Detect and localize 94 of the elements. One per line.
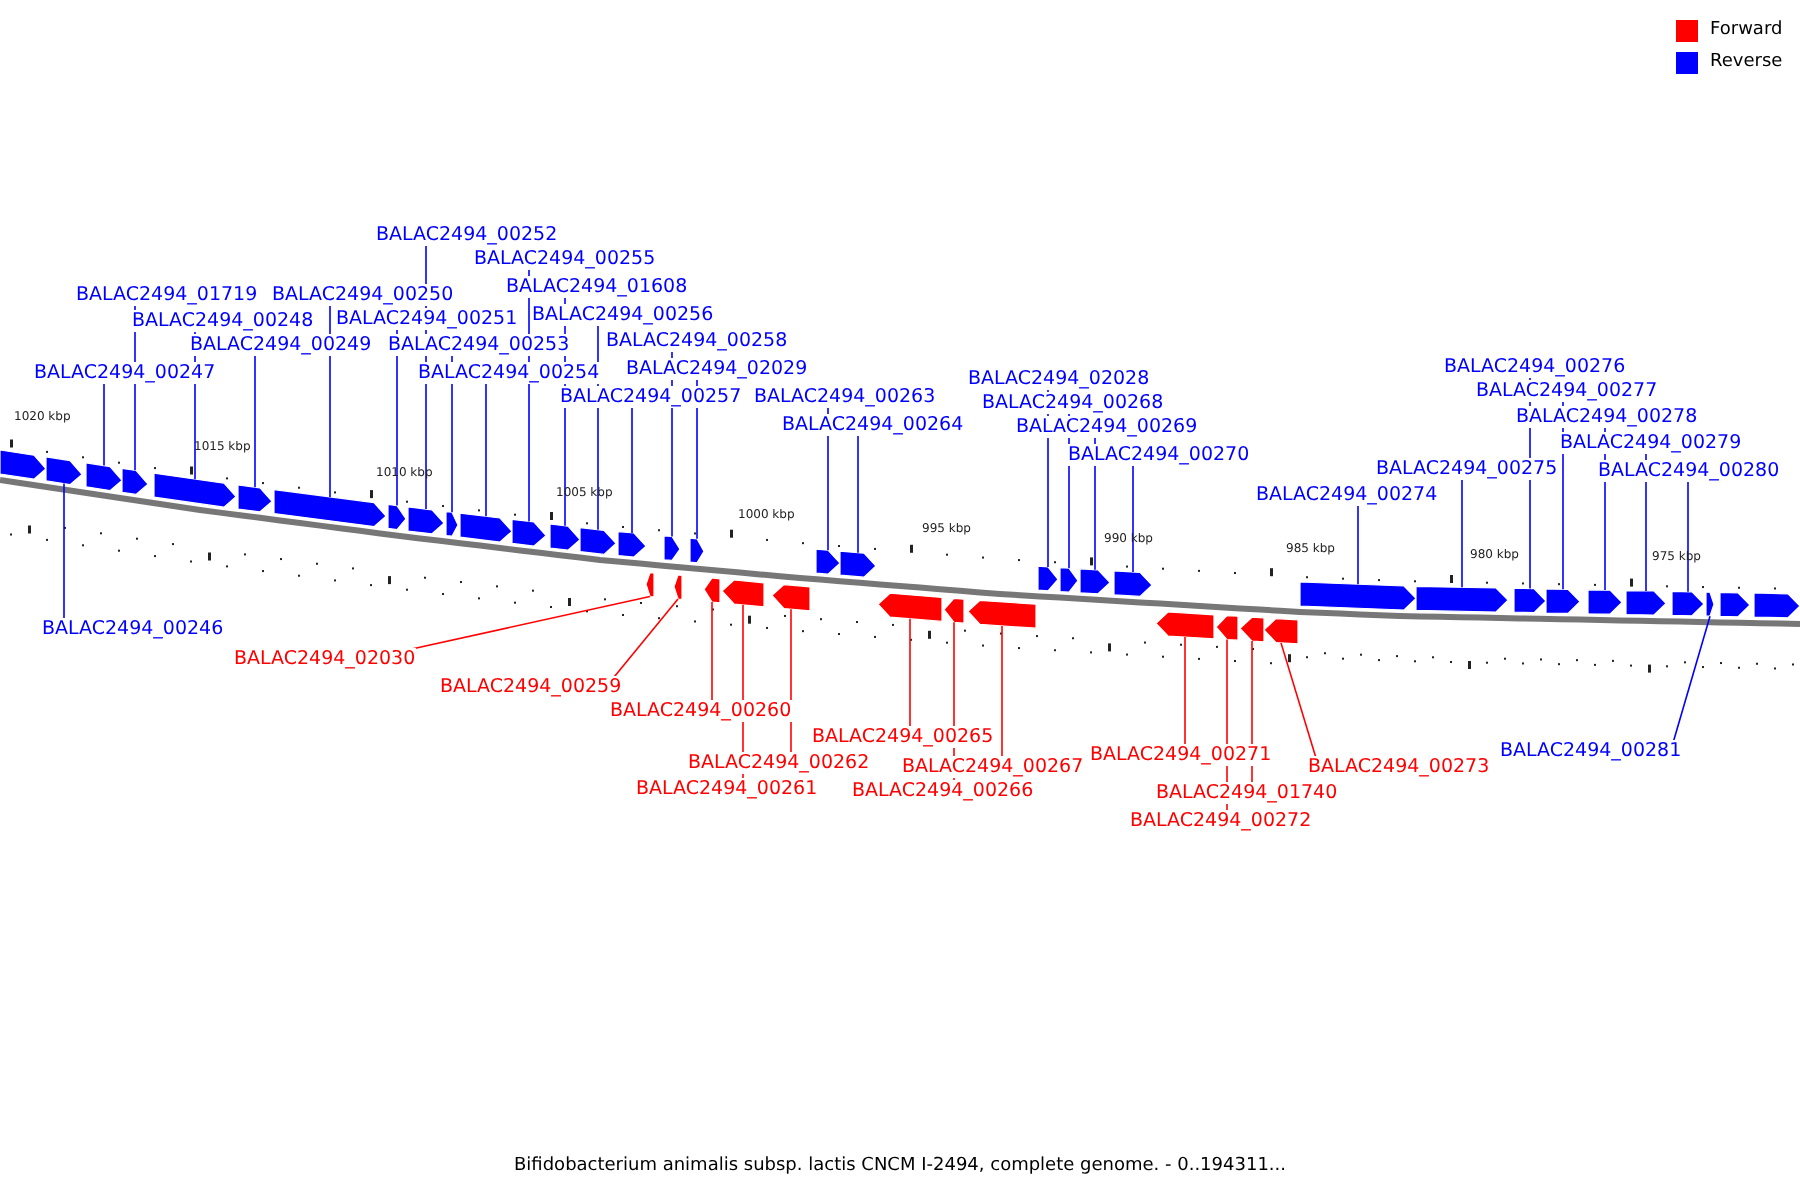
gene-label: BALAC2494_00281 [1500, 740, 1682, 762]
gene-label: BALAC2494_00264 [782, 414, 964, 436]
leader-line [485, 381, 487, 518]
gene-feature [1263, 618, 1299, 645]
gene-label: BALAC2494_00250 [272, 284, 454, 306]
gene-feature [1079, 568, 1111, 595]
gene-feature [1587, 589, 1623, 615]
leader-line [909, 618, 911, 729]
gene-feature [0, 449, 47, 480]
leader-line [103, 381, 105, 467]
gene-feature [579, 526, 617, 556]
gene-label: BALAC2494_00249 [190, 334, 372, 356]
gene-label: BALAC2494_00254 [418, 362, 600, 384]
gene-label: BALAC2494_00267 [902, 756, 1084, 778]
gene-label: BALAC2494_00278 [1516, 406, 1698, 428]
gene-feature [673, 574, 683, 601]
leader-line [1132, 463, 1134, 573]
gene-feature [617, 530, 647, 558]
gene-feature [645, 571, 655, 598]
leader-line [1357, 503, 1359, 586]
leader-line [1672, 615, 1711, 743]
gene-label: BALAC2494_02029 [626, 358, 808, 380]
leader-line [711, 601, 713, 703]
gene-label: BALAC2494_02028 [968, 368, 1150, 390]
gene-label: BALAC2494_00253 [388, 334, 570, 356]
gene-feature [1719, 591, 1751, 618]
gene-label: BALAC2494_00259 [440, 676, 622, 698]
gene-label: BALAC2494_00274 [1256, 484, 1438, 506]
gene-feature [511, 518, 547, 547]
gene-label: BALAC2494_00275 [1376, 458, 1558, 480]
gene-feature [771, 584, 811, 612]
legend-label: Reverse [1710, 52, 1783, 72]
gene-label: BALAC2494_00247 [34, 362, 216, 384]
gene-feature [1037, 565, 1059, 592]
gene-label: BALAC2494_00260 [610, 700, 792, 722]
gene-label: BALAC2494_00271 [1090, 744, 1272, 766]
leader-line [612, 598, 679, 679]
gene-feature [1753, 592, 1800, 619]
leader-line [1184, 636, 1186, 747]
gene-label: BALAC2494_00268 [982, 392, 1164, 414]
gene-feature [45, 456, 83, 486]
leader-line [254, 353, 256, 488]
gene-feature [1239, 616, 1265, 643]
caption: Bifidobacterium animalis subsp. lactis CNCM I-2494, complete genome. - 0..194311... [512, 1156, 1288, 1176]
gene-label: BALAC2494_00272 [1130, 810, 1312, 832]
legend-label: Forward [1710, 20, 1783, 40]
gene-feature [237, 484, 273, 513]
gene-feature [1513, 587, 1547, 614]
gene-label: BALAC2494_00277 [1476, 380, 1658, 402]
gene-label: BALAC2494_01740 [1156, 782, 1338, 804]
gene-label: BALAC2494_01719 [76, 284, 258, 306]
gene-label: BALAC2494_00261 [636, 778, 818, 800]
gene-feature [1113, 570, 1153, 597]
gene-feature [663, 535, 681, 562]
gene-feature [839, 550, 877, 578]
leader-line [1280, 642, 1317, 759]
gene-feature [1059, 566, 1079, 593]
gene-label: BALAC2494_00270 [1068, 444, 1250, 466]
gene-label: BALAC2494_00273 [1308, 756, 1490, 778]
gene-feature [1625, 590, 1667, 616]
gene-label: BALAC2494_00280 [1598, 460, 1780, 482]
leader-line [1461, 477, 1463, 589]
gene-label: BALAC2494_00266 [852, 780, 1034, 802]
gene-label: BALAC2494_00262 [688, 752, 870, 774]
gene-label: BALAC2494_00257 [560, 386, 742, 408]
leader-line [1687, 479, 1689, 593]
gene-label: BALAC2494_00263 [754, 386, 936, 408]
leader-line [63, 482, 65, 621]
gene-label: BALAC2494_00248 [132, 310, 314, 332]
gene-label: BALAC2494_00255 [474, 248, 656, 270]
gene-feature [549, 523, 581, 551]
gene-label: BALAC2494_00279 [1560, 432, 1742, 454]
gene-label: BALAC2494_00276 [1444, 356, 1626, 378]
gene-label: BALAC2494_02030 [234, 648, 416, 670]
gene-label: BALAC2494_00252 [376, 224, 558, 246]
gene-feature [689, 537, 705, 564]
gene-label: BALAC2494_00246 [42, 618, 224, 640]
gene-label: BALAC2494_00251 [336, 308, 518, 330]
gene-label: BALAC2494_00258 [606, 330, 788, 352]
leader-line [1001, 625, 1003, 759]
gene-feature [1299, 581, 1417, 611]
gene-label: BALAC2494_00265 [812, 726, 994, 748]
gene-label: BALAC2494_01608 [506, 276, 688, 298]
gene-feature [815, 548, 841, 575]
gene-feature [1415, 585, 1509, 613]
gene-label: BALAC2494_00256 [532, 304, 714, 326]
gene-feature [1545, 588, 1581, 614]
gene-feature [121, 467, 149, 496]
leader-line [329, 303, 331, 498]
leader-line [857, 433, 859, 554]
leader-line [396, 327, 398, 507]
gene-feature [85, 462, 123, 492]
gene-label: BALAC2494_00269 [1016, 416, 1198, 438]
leader-line [631, 405, 633, 534]
